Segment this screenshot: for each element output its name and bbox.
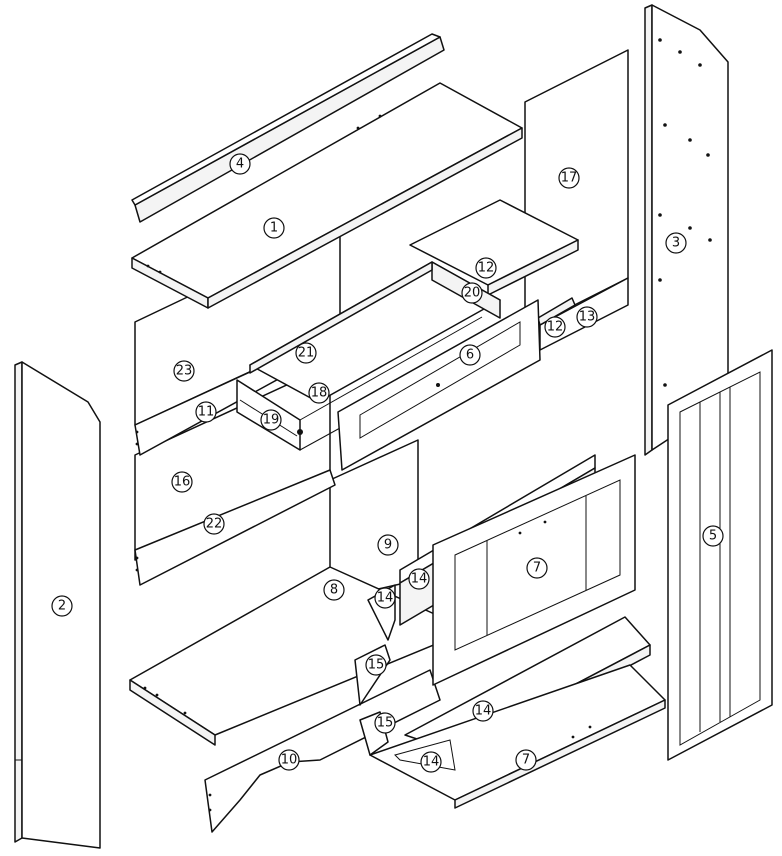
callout-21: 21: [295, 342, 317, 364]
svg-text:10: 10: [281, 753, 298, 768]
svg-text:19: 19: [263, 413, 280, 428]
svg-text:22: 22: [206, 517, 223, 532]
svg-text:21: 21: [298, 346, 315, 361]
svg-text:14: 14: [377, 591, 394, 606]
callout-7-upper: 7: [526, 557, 548, 579]
callout-1: 1: [263, 217, 285, 239]
callout-11: 11: [195, 401, 217, 423]
callout-22: 22: [203, 513, 225, 535]
svg-text:6: 6: [466, 348, 474, 363]
svg-text:14: 14: [411, 572, 428, 587]
svg-text:8: 8: [330, 583, 338, 598]
svg-text:15: 15: [377, 716, 394, 731]
callout-3: 3: [665, 232, 687, 254]
svg-text:14: 14: [423, 755, 440, 770]
callout-8: 8: [323, 579, 345, 601]
callout-5: 5: [702, 525, 724, 547]
svg-text:1: 1: [270, 221, 278, 236]
svg-text:11: 11: [198, 405, 215, 420]
callout-15-b: 15: [374, 712, 396, 734]
callout-4: 4: [229, 153, 251, 175]
svg-text:2: 2: [58, 599, 66, 614]
callout-12-lower: 12: [544, 316, 566, 338]
svg-text:4: 4: [236, 157, 244, 172]
svg-text:7: 7: [522, 753, 530, 768]
callout-14-b: 14: [374, 587, 396, 609]
svg-text:9: 9: [384, 538, 392, 553]
part-22-rail: [134, 469, 336, 586]
callout-16: 16: [171, 471, 193, 493]
callout-20: 20: [461, 282, 483, 304]
callout-14-d: 14: [420, 751, 442, 773]
part-5-right-door: [667, 349, 773, 761]
svg-text:7: 7: [533, 561, 541, 576]
callout-6: 6: [459, 344, 481, 366]
svg-text:16: 16: [174, 475, 191, 490]
callout-10: 10: [278, 749, 300, 771]
svg-text:5: 5: [709, 529, 717, 544]
part-1-top-shelf: [131, 82, 523, 309]
part-7-bottom-base: [369, 664, 666, 809]
svg-text:15: 15: [368, 658, 385, 673]
svg-text:3: 3: [672, 236, 680, 251]
callout-12-upper: 12: [475, 257, 497, 279]
svg-text:18: 18: [311, 386, 328, 401]
callout-14-a: 14: [408, 568, 430, 590]
callout-2: 2: [51, 595, 73, 617]
svg-text:20: 20: [464, 286, 481, 301]
svg-text:13: 13: [579, 310, 596, 325]
callout-9: 9: [377, 534, 399, 556]
callout-15-a: 15: [365, 654, 387, 676]
svg-text:14: 14: [475, 704, 492, 719]
svg-text:23: 23: [176, 364, 193, 379]
callout-18: 18: [308, 382, 330, 404]
callout-17: 17: [558, 167, 580, 189]
svg-text:12: 12: [478, 261, 495, 276]
part-12-shelf: [409, 199, 579, 296]
svg-text:12: 12: [547, 320, 564, 335]
svg-text:17: 17: [561, 171, 578, 186]
callout-14-c: 14: [472, 700, 494, 722]
part-3-right-side-panel: [644, 4, 729, 456]
callout-23: 23: [173, 360, 195, 382]
callout-7-lower: 7: [515, 749, 537, 771]
callout-13: 13: [576, 306, 598, 328]
callout-19: 19: [260, 409, 282, 431]
